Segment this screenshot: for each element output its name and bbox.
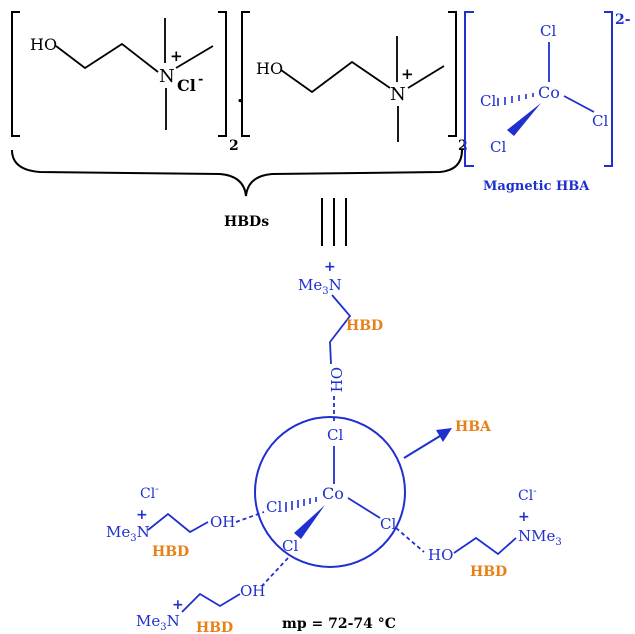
bracket-right-blue	[604, 11, 613, 167]
donor-tag: HBD	[152, 544, 189, 560]
chlorine-top-label: Cl	[540, 22, 556, 40]
bracket-left-1	[11, 11, 20, 137]
hydroxyl-label: HO	[30, 35, 57, 54]
chloride-label: Cl	[177, 76, 196, 95]
chloride-label: Cl-	[140, 484, 159, 502]
melting-point-label: mp = 72-74 °C	[282, 616, 396, 632]
donor-chain	[181, 592, 241, 613]
center-solid-wedge	[294, 505, 325, 539]
center-cobalt: Co	[322, 484, 344, 503]
donor-tag: HBD	[346, 318, 383, 334]
donor-tag: HBD	[470, 564, 507, 580]
ammonium-label: Me3N	[106, 523, 150, 544]
hbds-curly-brace	[11, 149, 463, 197]
multiplier-label: 2	[458, 138, 468, 154]
ammonium-charge: +	[172, 597, 184, 613]
center-cl-bottom: Cl	[282, 537, 298, 555]
ammonium-charge: +	[518, 509, 530, 525]
hydroxyl-label: OH	[240, 582, 265, 600]
chlorine-left-label: Cl	[480, 92, 496, 110]
carbon-chain	[280, 60, 391, 94]
hydroxyl-label: HO	[328, 367, 346, 392]
ammonium-label: Me3N	[298, 276, 342, 297]
hydroxyl-label: HO	[256, 59, 283, 78]
hbd-unit-1: HO N + Cl - 2	[11, 11, 239, 154]
carbon-chain	[55, 42, 159, 73]
top-donor: + Me3N HBD HO	[298, 259, 383, 424]
center-cl-left: Cl	[266, 498, 282, 516]
h-bond-dash	[261, 557, 289, 587]
adduct-separator: .	[237, 86, 243, 107]
h-bond-dash	[235, 511, 265, 523]
co-cl-right-bond	[563, 95, 595, 113]
cobalt-label: Co	[538, 83, 560, 102]
left-donor: Cl- + Me3N OH HBD	[106, 484, 265, 560]
chloride-label: Cl-	[518, 486, 537, 504]
hba-arrow-head	[436, 428, 452, 442]
chlorine-right-label: Cl	[592, 112, 608, 130]
h-bond-dash	[395, 527, 425, 553]
center-hashed-wedge	[285, 497, 317, 512]
ammonium-charge: +	[136, 507, 148, 523]
hbd-unit-2: HO N + 2	[241, 11, 468, 154]
hba-tag: HBA	[455, 419, 492, 435]
chloride-charge: -	[198, 72, 203, 87]
bracket-right-2	[448, 11, 457, 137]
bracket-left-2	[241, 11, 250, 137]
ammonium-label: NMe3	[518, 527, 562, 548]
hba-complex-top: 2- Cl Co Cl Cl Cl Magnetic HBA	[464, 11, 631, 194]
interaction-triple-line	[321, 198, 347, 246]
ammonium-charge: +	[170, 47, 183, 65]
ammonium-charge: +	[401, 65, 414, 83]
hba-arrow-line	[403, 435, 441, 459]
methyl-bond-right	[407, 65, 445, 89]
nitrogen-label: N	[159, 66, 175, 87]
ammonium-charge: +	[324, 259, 336, 275]
donor-tag: HBD	[196, 620, 233, 634]
right-donor: HO Cl- + NMe3 HBD	[395, 486, 562, 580]
methyl-bond-right	[175, 45, 214, 69]
multiplier-label: 2	[229, 138, 239, 154]
center-co-cl-right-bond	[347, 497, 381, 519]
hydroxyl-label: OH	[210, 513, 235, 531]
donor-chain	[147, 512, 209, 534]
bottom-donor: OH + Me3N HBD	[136, 557, 289, 634]
ammonium-label: Me3N	[136, 612, 180, 633]
donor-chain	[453, 536, 517, 556]
chlorine-bottom-label: Cl	[490, 138, 506, 156]
bracket-left-blue	[464, 11, 474, 167]
complex-circle	[254, 416, 406, 568]
solid-wedge-down	[507, 103, 541, 136]
hashed-wedge-left	[497, 93, 534, 106]
center-cl-right: Cl	[380, 515, 396, 533]
nitrogen-label: N	[390, 84, 406, 105]
donor-chain	[329, 294, 352, 365]
hbds-label: HBDs	[224, 214, 269, 230]
complex-charge: 2-	[615, 12, 631, 28]
hydroxyl-label: HO	[428, 546, 453, 564]
bracket-right-1	[218, 11, 227, 137]
magnetic-hba-label: Magnetic HBA	[483, 179, 590, 194]
center-cl-top: Cl	[327, 426, 343, 444]
